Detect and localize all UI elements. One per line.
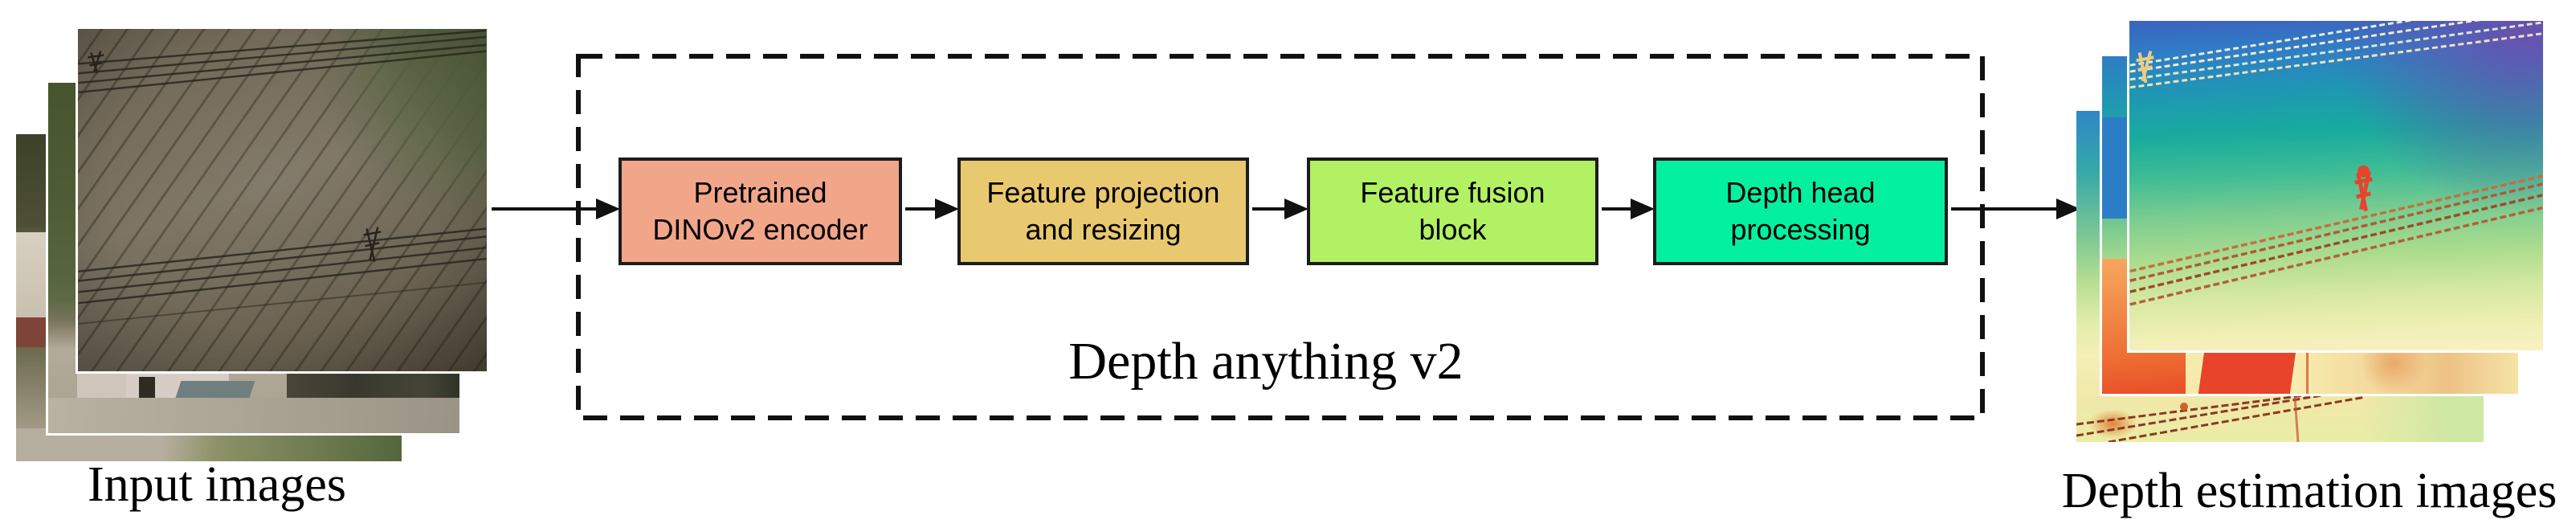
input-images-label: Input images: [88, 457, 346, 512]
flow-arrow-projection-to-fusion: [1252, 207, 1284, 211]
arrowhead-icon: [596, 198, 620, 219]
arrowhead-icon: [1284, 198, 1308, 219]
flow-arrow-input-to-encoder: [492, 207, 596, 211]
power-line-icon: [78, 227, 487, 305]
power-line-icon: [2129, 174, 2543, 306]
block-label-line: Pretrained: [693, 176, 827, 209]
block-feature-projection-resizing: Feature projection and resizing: [957, 158, 1249, 265]
depth-red-building: [2198, 346, 2297, 394]
block-feature-fusion: Feature fusion block: [1307, 158, 1598, 265]
depth-lines-overlay: [2076, 391, 2366, 442]
depth-map-front: [2127, 18, 2545, 353]
flow-arrow-encoder-to-projection: [905, 207, 935, 211]
power-line-icon: [2076, 391, 2366, 442]
flow-arrow-to-output: [1951, 207, 2056, 211]
block-label-line: Feature fusion: [1360, 176, 1545, 209]
power-line-icon: [2129, 21, 2543, 89]
block-depth-head-processing: Depth head processing: [1653, 158, 1948, 265]
depth-orange-blob: [2088, 408, 2138, 439]
depth-lines-overlay: [2129, 21, 2543, 306]
output-images-label: Depth estimation images: [2061, 464, 2558, 518]
block-pretrained-dinov2-encoder: Pretrained DINOv2 encoder: [618, 158, 902, 265]
power-line-icon: [78, 281, 487, 325]
transmission-tower-icon: [2354, 165, 2373, 212]
transmission-tower-icon: [2136, 50, 2154, 84]
input-photo-front-farmland: [76, 27, 489, 374]
transmission-tower-icon: [363, 227, 382, 263]
power-lines-overlay: [78, 29, 487, 325]
block-label-line: DINOv2 encoder: [652, 213, 868, 246]
flow-arrow-fusion-to-depth-head: [1602, 207, 1631, 211]
arrowhead-icon: [1631, 198, 1655, 219]
block-label-line: processing: [1730, 213, 1871, 246]
transmission-tower-icon: [88, 51, 104, 74]
block-label-line: block: [1419, 213, 1487, 246]
depth-dot: [2180, 403, 2188, 411]
doorway: [138, 377, 156, 406]
pipeline-dashed-border: [576, 54, 1985, 420]
pole-icon: [2293, 396, 2300, 442]
block-label-line: Feature projection: [986, 176, 1220, 209]
depth-green-region: [2361, 389, 2484, 442]
pole-icon: [2305, 326, 2309, 394]
block-label-line: Depth head: [1725, 176, 1876, 209]
block-label-line: and resizing: [1025, 213, 1182, 246]
street: [48, 398, 459, 433]
pipeline-title: Depth anything v2: [1068, 332, 1464, 391]
arrowhead-icon: [935, 198, 959, 219]
power-line-icon: [78, 29, 487, 94]
